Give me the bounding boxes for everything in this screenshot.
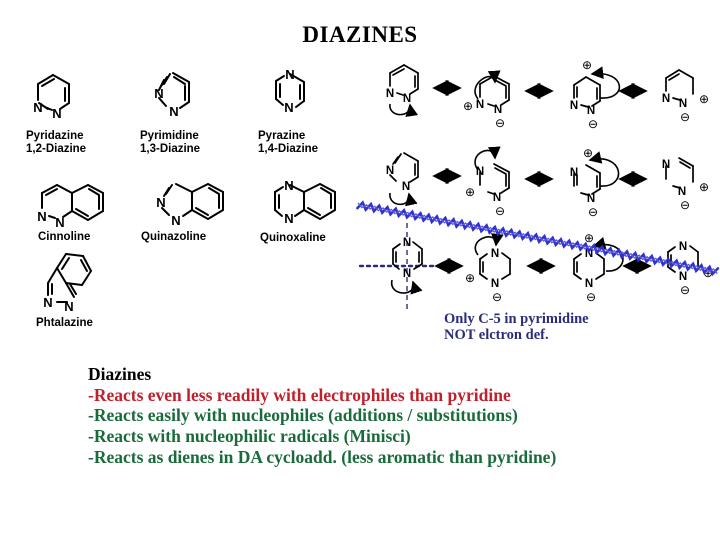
structure-quinoxaline: N N [264, 178, 346, 232]
svg-text:N: N [491, 278, 499, 290]
svg-text:N: N [403, 268, 411, 280]
caption-quinoxaline: Quinoxaline [260, 232, 326, 244]
svg-text:N: N [494, 104, 502, 116]
svg-text:N: N [585, 278, 593, 290]
atom-label-n: N [171, 213, 180, 228]
atom-label-n: N [169, 104, 178, 119]
svg-text:⊖: ⊖ [680, 283, 690, 297]
atom-label-n: N [284, 100, 293, 115]
svg-text:⊖: ⊖ [492, 290, 502, 304]
svg-text:N: N [679, 271, 687, 283]
svg-text:N: N [403, 237, 411, 249]
structure-cinnoline: N N [32, 180, 114, 232]
caption-cinnoline: Cinnoline [38, 231, 91, 243]
summary-heading: Diazines [88, 364, 152, 384]
atom-label-n: N [284, 178, 293, 193]
atom-label-n: N [156, 195, 165, 210]
annotation-note: Only C-5 in pyrimidine NOT elctron def. [444, 311, 589, 343]
svg-text:N: N [491, 248, 499, 260]
caption-quinazoline: Quinazoline [141, 231, 207, 243]
caption-pyridazine: Pyridazine 1,2-Diazine [26, 130, 87, 155]
svg-text:N: N [587, 105, 595, 117]
svg-text:⊖: ⊖ [495, 116, 505, 130]
summary-bullet-3: -Reacts with nucleophilic radicals (Mini… [88, 426, 411, 447]
svg-text:N: N [662, 93, 670, 105]
svg-text:⊕: ⊕ [583, 146, 593, 160]
atom-label-n: N [285, 67, 294, 82]
svg-text:⊕: ⊕ [699, 92, 709, 106]
svg-text:⊖: ⊖ [495, 204, 505, 218]
svg-text:N: N [403, 93, 411, 105]
caption-pyrimidine: Pyrimidine 1,3-Diazine [140, 130, 201, 155]
atom-label-n: N [154, 86, 163, 101]
svg-text:⊖: ⊖ [680, 110, 690, 124]
svg-text:⊖: ⊖ [588, 205, 598, 219]
svg-text:N: N [679, 241, 687, 253]
svg-text:N: N [476, 166, 484, 178]
structure-quinazoline: N N [152, 178, 234, 232]
summary-bullet-4: -Reacts as dienes in DA cycloadd. (less … [88, 446, 557, 467]
svg-text:N: N [493, 192, 501, 204]
caption-pyrazine: Pyrazine 1,4-Diazine [258, 130, 319, 155]
svg-text:N: N [585, 248, 593, 260]
atom-label-n: N [52, 106, 61, 121]
summary-block: Diazines -Reacts even less readily with … [88, 364, 688, 468]
svg-text:⊖: ⊖ [588, 117, 598, 131]
atom-label-n: N [64, 299, 73, 314]
svg-text:N: N [402, 181, 410, 193]
resonance-row-pyridazine: N N N N ⊕ ⊖ [386, 58, 709, 131]
svg-text:⊖: ⊖ [586, 290, 596, 304]
svg-text:⊕: ⊕ [699, 180, 709, 194]
svg-text:N: N [587, 193, 595, 205]
svg-text:N: N [570, 100, 578, 112]
atom-label-n: N [55, 215, 64, 230]
resonance-row-pyrazine: N N N N ⊕ ⊖ [358, 223, 713, 311]
atom-label-n: N [33, 100, 42, 115]
svg-text:N: N [386, 88, 394, 100]
svg-text:N: N [386, 165, 394, 177]
svg-text:N: N [662, 159, 670, 171]
atom-label-n: N [43, 295, 52, 310]
caption-phtalazine: Phtalazine [36, 317, 93, 329]
summary-bullet-2: -Reacts easily with nucleophiles (additi… [88, 405, 518, 426]
structure-pyrazine: N N [265, 67, 323, 128]
atom-label-n: N [37, 209, 46, 224]
svg-text:⊕: ⊕ [703, 266, 713, 280]
svg-text:⊕: ⊕ [584, 231, 594, 245]
svg-text:N: N [476, 99, 484, 111]
svg-text:N: N [679, 98, 687, 110]
structure-pyridazine: N N [28, 70, 86, 126]
svg-text:N: N [678, 186, 686, 198]
resonance-panel: N N N N ⊕ ⊖ [358, 58, 720, 348]
structure-phtalazine: N N [35, 250, 115, 314]
svg-text:⊕: ⊕ [463, 99, 473, 113]
svg-text:⊖: ⊖ [680, 198, 690, 212]
svg-text:⊕: ⊕ [582, 58, 592, 72]
svg-text:⊕: ⊕ [465, 271, 475, 285]
svg-text:⊕: ⊕ [465, 185, 475, 199]
atom-label-n: N [284, 211, 293, 226]
svg-text:N: N [570, 167, 578, 179]
page-title: DIAZINES [302, 22, 418, 47]
summary-bullet-1: -Reacts even less readily with electroph… [88, 384, 511, 405]
structure-pyrimidine: N N [150, 68, 208, 128]
resonance-row-pyrimidine: N N N N ⊕ ⊖ [386, 146, 709, 219]
